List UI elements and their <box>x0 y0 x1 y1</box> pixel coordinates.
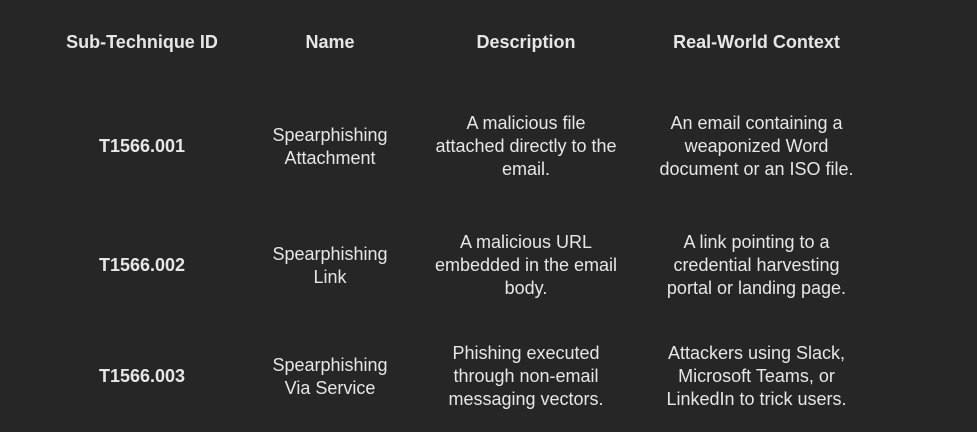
cell-name: Spearphishing Link <box>252 210 408 321</box>
cell-real-world-context: An email containing a weaponized Word do… <box>644 67 869 210</box>
sub-technique-table: Sub-Technique ID Name Description Real-W… <box>32 17 869 432</box>
cell-description-line: A malicious URL <box>459 232 593 252</box>
header-sub-technique-id: Sub-Technique ID <box>66 31 218 52</box>
cell-description: A malicious file attached directly to th… <box>408 67 644 210</box>
cell-context-line: An email containing a <box>670 113 843 133</box>
cell-name-line: Link <box>313 266 347 287</box>
cell-sub-technique-id: T1566.001 <box>98 136 186 156</box>
cell-description-line: messaging vectors. <box>448 389 604 409</box>
cell-description-line: Phishing executed <box>452 343 600 363</box>
header-real-world-context: Real-World Context <box>673 31 840 52</box>
cell-name-line: Spearphishing <box>272 354 388 375</box>
cell-name-line: Spearphishing <box>272 124 388 145</box>
cell-description-line: body. <box>504 278 548 298</box>
cell-name-line: Attachment <box>284 147 376 168</box>
cell-name: Spearphishing Attachment <box>252 67 408 210</box>
cell-description-line: through non-email <box>453 366 599 386</box>
cell-real-world-context: A link pointing to a credential harvesti… <box>644 210 869 321</box>
cell-name: Spearphishing Via Service <box>252 321 408 432</box>
cell-context-line: document or an ISO file. <box>659 159 854 179</box>
table-row: T1566.002 Spearphishing Link A malicious… <box>32 210 869 321</box>
cell-context-line: credential harvesting <box>673 255 840 275</box>
cell-context-line: portal or landing page. <box>666 278 847 298</box>
table-row: T1566.001 Spearphishing Attachment A mal… <box>32 67 869 210</box>
cell-context-line: LinkedIn to trick users. <box>666 389 847 409</box>
cell-context-line: A link pointing to a <box>683 232 830 252</box>
cell-description-line: email. <box>501 159 550 179</box>
cell-name-line: Via Service <box>284 377 376 398</box>
cell-description-line: A malicious file <box>466 113 586 133</box>
cell-sub-technique-id: T1566.003 <box>98 366 186 386</box>
cell-context-line: Microsoft Teams, or <box>678 366 835 386</box>
cell-context-line: weaponized Word <box>684 136 829 156</box>
cell-sub-technique-id: T1566.002 <box>98 255 186 275</box>
cell-name-line: Spearphishing <box>272 243 388 264</box>
table-row: T1566.003 Spearphishing Via Service Phis… <box>32 321 869 432</box>
header-description: Description <box>476 31 576 52</box>
cell-description-line: attached directly to the <box>435 136 617 156</box>
cell-description: Phishing executed through non-email mess… <box>408 321 644 432</box>
sub-technique-table-container: Sub-Technique ID Name Description Real-W… <box>66 32 853 410</box>
cell-real-world-context: Attackers using Slack, Microsoft Teams, … <box>644 321 869 432</box>
cell-description-line: embedded in the email <box>434 255 618 275</box>
header-name: Name <box>305 31 355 52</box>
cell-description: A malicious URL embedded in the email bo… <box>408 210 644 321</box>
cell-context-line: Attackers using Slack, <box>667 343 846 363</box>
table-header-row: Sub-Technique ID Name Description Real-W… <box>32 17 869 67</box>
